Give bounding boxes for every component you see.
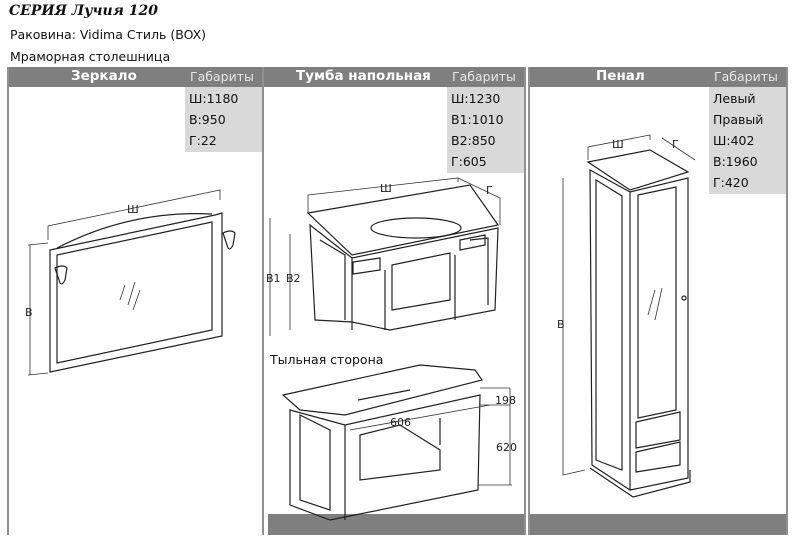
sink-info: Раковина: Vidima Стиль (BOX) xyxy=(10,27,207,42)
mirror-drawing: Ш В xyxy=(25,189,236,376)
cabinet-drawing: Ш Г В xyxy=(557,134,696,498)
mirror-title: Зеркало xyxy=(71,68,137,84)
dim-height: В:1960 xyxy=(713,154,758,169)
dimensions-label: Габариты xyxy=(190,69,254,84)
height-label: В xyxy=(25,306,33,319)
vanity-title: Тумба напольная xyxy=(296,68,431,84)
footer-bar xyxy=(530,514,786,535)
height1-label: В1 xyxy=(266,272,281,285)
cabinet-header: Пенал Габариты xyxy=(530,67,786,87)
back-dim-198: 198 xyxy=(495,394,516,407)
width-label: Ш xyxy=(380,182,392,195)
back-side-label: Тыльная сторона xyxy=(270,352,384,367)
back-dim-606: 606 xyxy=(390,416,411,429)
dim-height-2: В2:850 xyxy=(451,133,496,148)
cabinet-dimensions: Левый Правый Ш:402 В:1960 Г:420 xyxy=(709,87,786,194)
vanity-drawing: Ш Г В1 В2 xyxy=(266,177,501,336)
width-label: Ш xyxy=(127,203,139,216)
dim-depth: Г:22 xyxy=(189,133,217,148)
depth-label: Г xyxy=(672,138,679,151)
vanity-back-drawing: 198 606 620 xyxy=(281,364,517,521)
dim-depth: Г:605 xyxy=(451,154,487,169)
dim-height-1: В1:1010 xyxy=(451,112,504,127)
back-dim-620: 620 xyxy=(496,441,517,454)
tall-cabinet-column: Пенал Габариты Левый Правый Ш:402 В:1960… xyxy=(528,67,788,535)
dim-width: Ш:1180 xyxy=(189,91,239,106)
dim-width: Ш:402 xyxy=(713,133,755,148)
dimensions-label: Габариты xyxy=(714,69,778,84)
dimensions-label: Габариты xyxy=(452,69,516,84)
vanity-dimensions: Ш:1230 В1:1010 В2:850 Г:605 xyxy=(447,87,524,173)
mirror-dimensions: Ш:1180 В:950 Г:22 xyxy=(185,87,262,152)
dim-depth: Г:420 xyxy=(713,175,749,190)
countertop-info: Мраморная столешница xyxy=(10,49,171,64)
series-title: СЕРИЯ Лучия 120 xyxy=(9,3,158,19)
vanity-column: Тумба напольная Габариты Ш:1230 В1:1010 … xyxy=(262,67,526,535)
width-label: Ш xyxy=(612,138,624,151)
dim-height: В:950 xyxy=(189,112,226,127)
depth-label: Г xyxy=(486,184,493,197)
mirror-header: Зеркало Габариты xyxy=(9,67,262,87)
dim-width: Ш:1230 xyxy=(451,91,501,106)
height2-label: В2 xyxy=(286,272,301,285)
variant-right: Правый xyxy=(713,112,764,127)
vanity-header: Тумба напольная Габариты xyxy=(264,67,524,87)
height-label: В xyxy=(557,318,565,331)
variant-left: Левый xyxy=(713,91,756,106)
cabinet-title: Пенал xyxy=(596,68,645,84)
